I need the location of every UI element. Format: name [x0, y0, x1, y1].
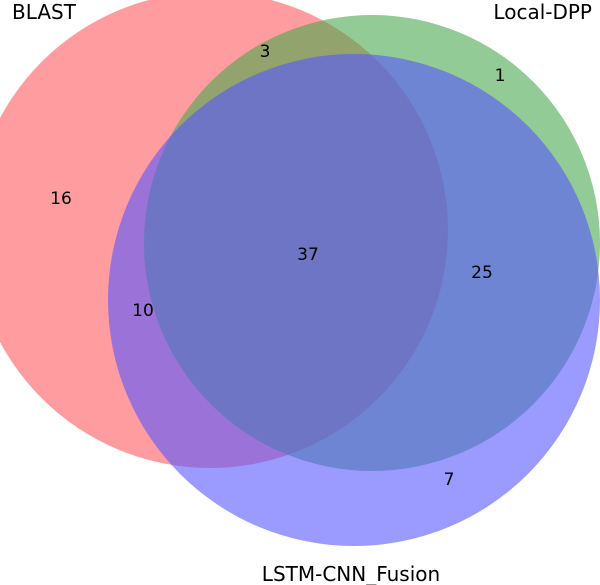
blast-label: BLAST: [12, 0, 77, 24]
count-blast-only: 16: [50, 189, 72, 209]
count-blast-and-local-dpp: 3: [260, 42, 271, 62]
venn-circles: [0, 0, 600, 546]
count-local-dpp-only: 1: [495, 66, 506, 86]
lstm-cnn-fusion-circle: [108, 54, 600, 546]
local-dpp-label: Local-DPP: [493, 0, 592, 24]
count-local-dpp-and-lstm-cnn: 25: [471, 263, 493, 283]
count-blast-and-lstm-cnn: 10: [132, 301, 154, 321]
count-all-three: 37: [297, 245, 319, 265]
count-lstm-cnn-only: 7: [444, 470, 455, 490]
lstm-cnn-fusion-label: LSTM-CNN_Fusion: [262, 562, 440, 585]
